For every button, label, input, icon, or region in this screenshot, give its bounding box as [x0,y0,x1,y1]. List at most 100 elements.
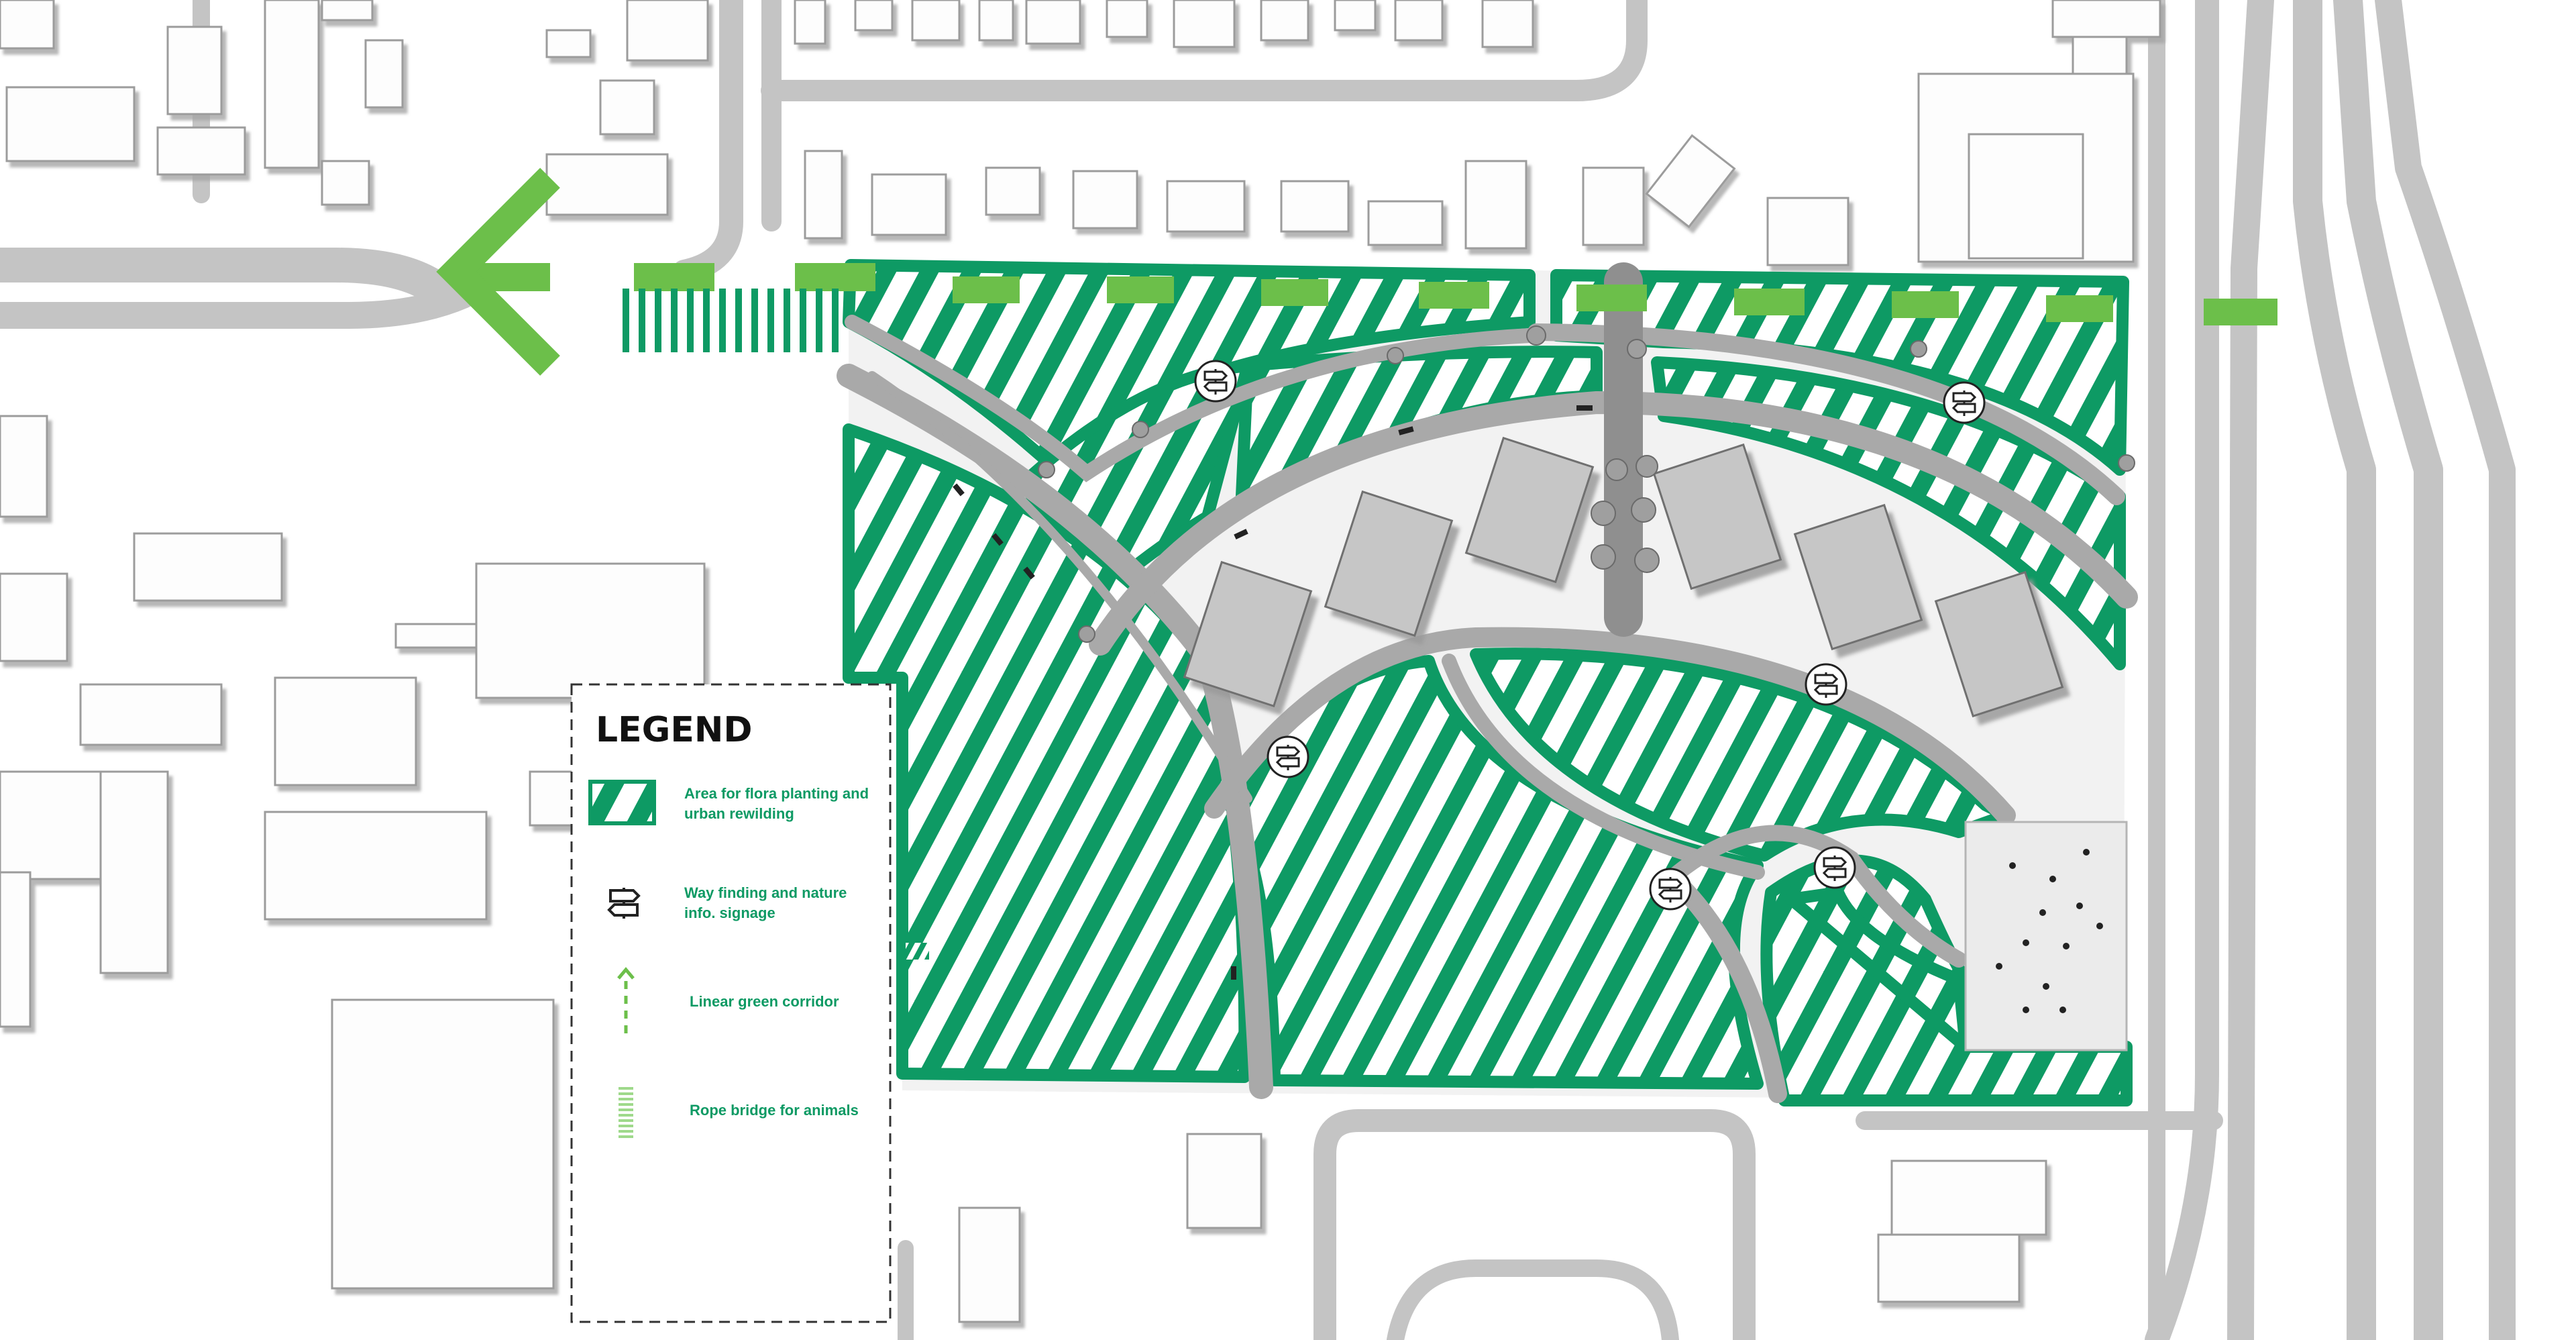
building [1166,180,1246,233]
building [958,1206,1021,1323]
tree [1591,501,1616,526]
tree [1635,455,1658,478]
building [321,160,370,206]
building [0,770,102,880]
park-building [1324,490,1454,637]
building [1072,170,1138,229]
building [0,0,55,50]
building [264,811,488,921]
building [99,770,169,974]
building [274,676,417,786]
rewilding-area-south-east-lower [1785,886,1972,1053]
building [1106,0,1148,38]
main-road-west-lower [0,282,476,329]
building [79,683,223,746]
building [0,871,32,1028]
path-marker [1023,566,1035,580]
building [804,150,843,240]
building [1173,0,1236,48]
corridor-dashes [470,263,2277,325]
path-arc-inner [1204,627,2016,825]
signpost-icon [1943,381,1986,424]
building [394,623,481,649]
legend: LEGEND Area for flora planting and urban… [570,683,892,1323]
building [1025,0,1081,45]
building [475,562,706,699]
linear-green-corridor [436,168,2277,376]
building [331,998,555,1290]
main-road-west [0,248,453,306]
building [364,39,404,109]
road-south-inner [1387,1259,1679,1340]
trees [1038,325,2135,643]
building [1968,133,2084,260]
rope-bridge-icon [619,1087,633,1138]
legend-item-label: info. signage [684,905,775,921]
path-markers [953,405,1593,980]
tree [1605,458,1628,481]
building [871,173,947,236]
signpost-icon [1649,868,1692,911]
building [1186,1133,1263,1229]
building [1280,180,1350,233]
tree [2118,454,2135,472]
building [0,572,68,662]
legend-title: LEGEND [596,710,753,750]
courtyard-dots [1996,849,2103,1013]
building [1582,166,1645,246]
tree [1910,340,1927,358]
building [985,166,1041,216]
signpost-icon [1813,846,1856,889]
park-building [1183,560,1313,708]
building [133,532,283,602]
legend-item-label: Rope bridge for animals [690,1102,859,1119]
rewilding-area-arc-east [1651,356,2126,670]
road-south-loop [1313,1109,1756,1340]
building [1481,0,1534,48]
tree [1591,544,1616,570]
building [264,0,320,169]
road-north-east [761,0,1648,101]
legend-item-label: urban rewilding [684,805,794,822]
signpost-icon [1805,663,1847,706]
tree [1631,497,1656,523]
path-north-east [1527,323,2125,505]
building [2051,0,2161,38]
building [626,0,709,62]
highway-lane-2 [2227,0,2274,1340]
building [2072,36,2128,79]
building [1890,1159,2047,1236]
corridor-arrowhead [436,168,560,376]
legend-item-label: Linear green corridor [690,993,839,1010]
park-building [1464,436,1595,584]
park-building [1934,570,2064,718]
building [166,25,223,115]
signpost-icon [1267,735,1309,778]
building [5,86,136,162]
rope-bridge-marker [906,943,929,960]
signpost-icon [607,888,641,919]
building [321,0,374,21]
highway-lane-4 [2333,0,2443,1340]
path-marker [991,533,1004,546]
tree [1634,548,1660,573]
building [854,0,894,32]
path-marker [1398,426,1414,435]
courtyard-square [1964,821,2128,1051]
rewilding-area-center-east [1470,648,2012,862]
path-south [1664,870,1787,1103]
rope-bridge [623,289,839,352]
legend-item-label: Way finding and nature [684,884,847,901]
building [1464,160,1527,250]
building [1877,1233,2021,1303]
path-marker [953,483,965,497]
tree [1526,325,1546,346]
highway-lane-5 [2375,0,2516,1340]
tree [1078,625,1095,643]
park-site [837,259,2138,1106]
park-pathways [837,262,2138,1103]
tree [1627,339,1647,359]
building [1394,0,1444,42]
building [794,0,826,45]
